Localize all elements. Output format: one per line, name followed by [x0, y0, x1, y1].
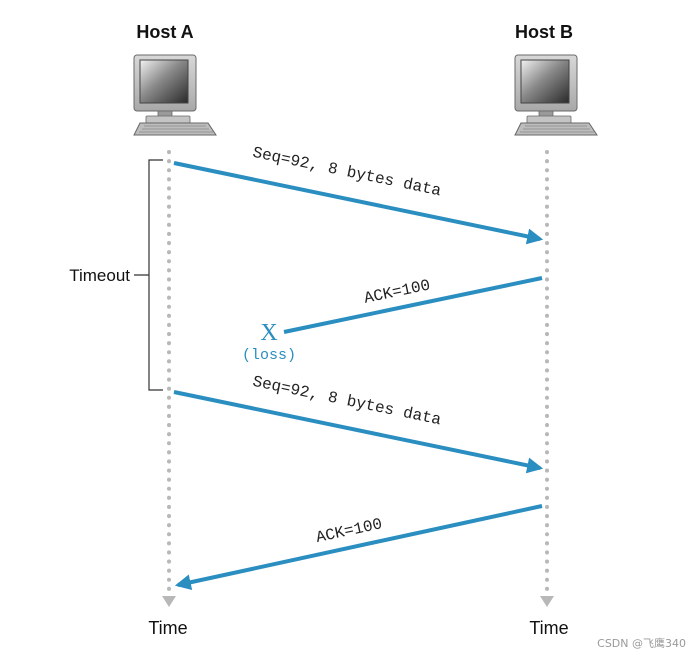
host-b-computer-icon: [514, 54, 598, 136]
watermark: CSDN @飞鹰340: [597, 636, 686, 650]
message-arrow-2-lost: [283, 276, 543, 334]
host-a-time-label: Time: [148, 618, 187, 638]
loss-x-mark: X: [260, 320, 277, 346]
message-label-1: Seq=92, 8 bytes data: [251, 144, 443, 201]
timeout-label: Timeout: [69, 266, 130, 285]
loss-label: (loss): [242, 347, 296, 364]
message-arrow-4: [174, 504, 543, 591]
message-arrow-1: [173, 161, 544, 245]
host-b-time-label: Time: [529, 618, 568, 638]
message-arrow-3: [173, 390, 544, 474]
host-a-label: Host A: [136, 22, 193, 42]
host-a-time-arrowhead: [162, 596, 176, 607]
host-a-computer-icon: [133, 54, 217, 136]
host-b-time-arrowhead: [540, 596, 554, 607]
host-b-label: Host B: [515, 22, 573, 42]
timeout-bracket: [134, 159, 163, 391]
message-label-3: Seq=92, 8 bytes data: [251, 373, 443, 430]
